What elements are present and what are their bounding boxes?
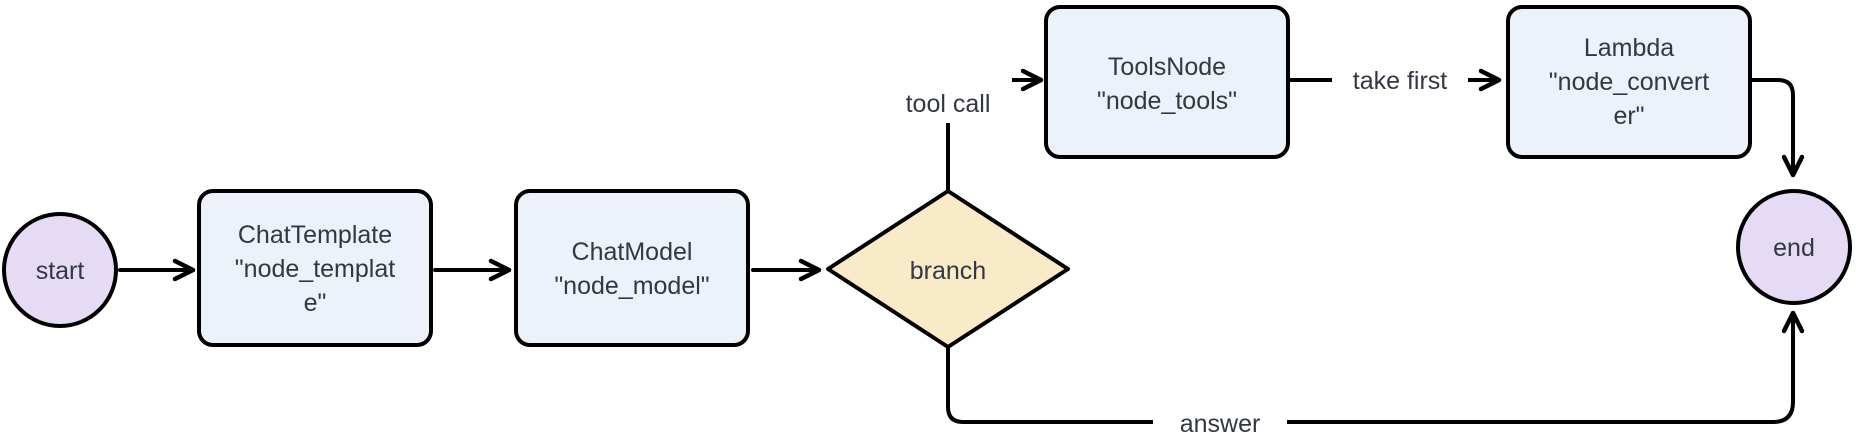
edge-label-text: answer bbox=[1180, 410, 1261, 438]
end-node: end bbox=[1736, 189, 1852, 305]
lambda-node: Lambda "node_convert er" bbox=[1506, 5, 1752, 159]
chat-model-node-label-line1: ChatModel bbox=[572, 238, 693, 266]
branch-decision-node-shape bbox=[826, 189, 1070, 349]
lambda-node-label-line1: Lambda bbox=[1584, 34, 1674, 62]
branch-decision-node-label: branch bbox=[910, 257, 986, 285]
edge-lambda-to-end bbox=[1748, 78, 1805, 178]
chat-template-node-shape bbox=[197, 189, 433, 347]
lambda-node-shape bbox=[1506, 5, 1752, 159]
edge-branch-to-end-answer bbox=[946, 310, 1805, 424]
edge-label-text: take first bbox=[1353, 67, 1448, 95]
edge-label-take-first: take first bbox=[1332, 57, 1468, 103]
edge-label-text: tool call bbox=[906, 90, 991, 118]
chat-template-node-label-line2: "node_templat bbox=[235, 255, 395, 283]
chat-template-node-label-line1: ChatTemplate bbox=[238, 221, 392, 249]
tools-node-label-line1: ToolsNode bbox=[1108, 53, 1226, 81]
end-node-label: end bbox=[1773, 234, 1815, 262]
start-node-label: start bbox=[36, 257, 85, 285]
tools-node-shape bbox=[1044, 5, 1290, 159]
end-node-shape bbox=[1736, 189, 1852, 305]
edge-label-background bbox=[884, 77, 1012, 123]
edge-label-background bbox=[1332, 57, 1468, 103]
start-node: start bbox=[2, 212, 118, 328]
branch-decision-node: branch bbox=[826, 189, 1070, 349]
edge-label-tool-call: tool call bbox=[884, 77, 1012, 123]
tools-node: ToolsNode "node_tools" bbox=[1044, 5, 1290, 159]
chat-model-node: ChatModel "node_model" bbox=[514, 189, 750, 347]
edge-label-background bbox=[1153, 399, 1287, 440]
start-node-shape bbox=[2, 212, 118, 328]
chat-template-node: ChatTemplate "node_templat e" bbox=[197, 189, 433, 347]
chat-model-node-shape bbox=[514, 189, 750, 347]
chat-model-node-label-line2: "node_model" bbox=[554, 272, 709, 300]
edge-label-answer: answer bbox=[1153, 399, 1287, 440]
lambda-node-label-line3: er" bbox=[1613, 102, 1644, 130]
chat-template-node-label-line3: e" bbox=[304, 289, 327, 317]
tools-node-label-line2: "node_tools" bbox=[1097, 87, 1237, 115]
lambda-node-label-line2: "node_convert bbox=[1549, 68, 1709, 96]
nodes: start ChatTemplate "node_templat e" Chat… bbox=[2, 5, 1852, 349]
edge-labels: tool call take first answer bbox=[884, 57, 1468, 440]
